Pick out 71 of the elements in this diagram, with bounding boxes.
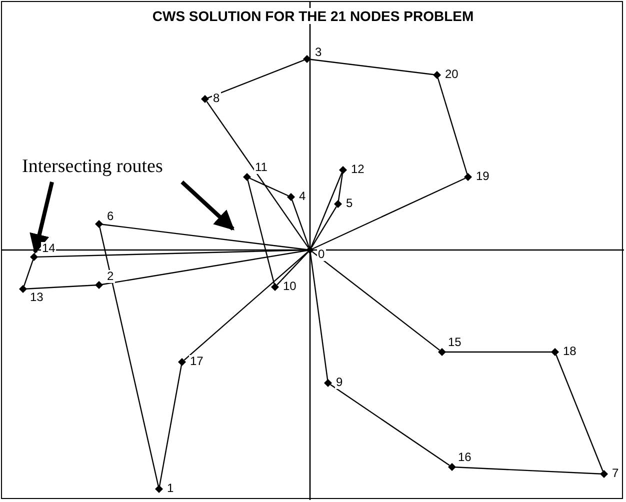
- point-marker: [339, 166, 347, 174]
- point-marker: [95, 281, 103, 289]
- point-label: 17: [189, 355, 204, 368]
- point-marker: [438, 348, 446, 356]
- point-marker: [306, 246, 314, 254]
- route-line: [249, 178, 289, 196]
- point-label: 13: [29, 291, 44, 304]
- point-label: 12: [350, 163, 366, 176]
- route-line: [102, 224, 308, 250]
- point-label: 0: [317, 248, 326, 261]
- route-line: [99, 226, 159, 486]
- point-label: 3: [314, 46, 323, 59]
- point-marker: [448, 463, 456, 471]
- point-label: 7: [611, 467, 620, 480]
- point-label: 10: [282, 280, 298, 293]
- route-line: [206, 101, 309, 248]
- point-marker: [464, 173, 472, 181]
- point-label: 15: [447, 336, 462, 349]
- route-line: [184, 252, 308, 360]
- point-label: 18: [562, 345, 578, 358]
- point-label: 6: [106, 210, 115, 223]
- route-line: [556, 354, 604, 472]
- point-marker: [551, 348, 559, 356]
- point-marker: [334, 200, 342, 208]
- point-marker: [271, 283, 279, 291]
- point-marker: [243, 173, 251, 181]
- route-line: [247, 180, 275, 284]
- route-line: [208, 60, 304, 98]
- point-label: 14: [41, 242, 56, 255]
- point-label: 19: [475, 170, 490, 183]
- point-label: 16: [457, 451, 472, 464]
- point-marker: [19, 285, 27, 293]
- point-label: 2: [106, 270, 115, 283]
- route-line: [311, 206, 337, 248]
- route-line: [437, 78, 468, 174]
- point-marker: [303, 55, 311, 63]
- point-label: 20: [444, 68, 460, 81]
- point-label: 11: [254, 161, 268, 174]
- arrow: [30, 182, 54, 254]
- route-line: [310, 172, 342, 248]
- route-line: [158, 364, 182, 486]
- point-marker: [95, 220, 103, 228]
- route-line: [26, 284, 96, 290]
- route-line: [36, 249, 308, 258]
- point-marker: [600, 470, 608, 478]
- point-label: 1: [166, 482, 175, 495]
- route-line: [445, 351, 552, 353]
- route-line: [312, 251, 440, 351]
- point-marker: [155, 485, 163, 493]
- point-label: 5: [345, 197, 354, 210]
- route-line: [291, 200, 310, 248]
- point-label: 4: [298, 190, 307, 203]
- route-line: [23, 260, 34, 286]
- route-line: [338, 172, 344, 202]
- route-line: [102, 250, 308, 286]
- point-label: 9: [335, 376, 344, 389]
- annotation-text: Intersecting routes: [22, 156, 163, 178]
- point-marker: [324, 379, 332, 387]
- route-line: [276, 252, 308, 286]
- point-marker: [178, 358, 186, 366]
- point-marker: [433, 71, 441, 79]
- point-marker: [201, 95, 209, 103]
- route-line: [310, 58, 434, 76]
- route-line: [312, 178, 466, 250]
- point-marker: [30, 253, 38, 261]
- route-line: [330, 384, 450, 466]
- route-line: [454, 466, 602, 474]
- point-label: 8: [212, 92, 221, 105]
- arrow: [180, 180, 234, 230]
- route-line: [310, 252, 328, 380]
- point-marker: [287, 193, 295, 201]
